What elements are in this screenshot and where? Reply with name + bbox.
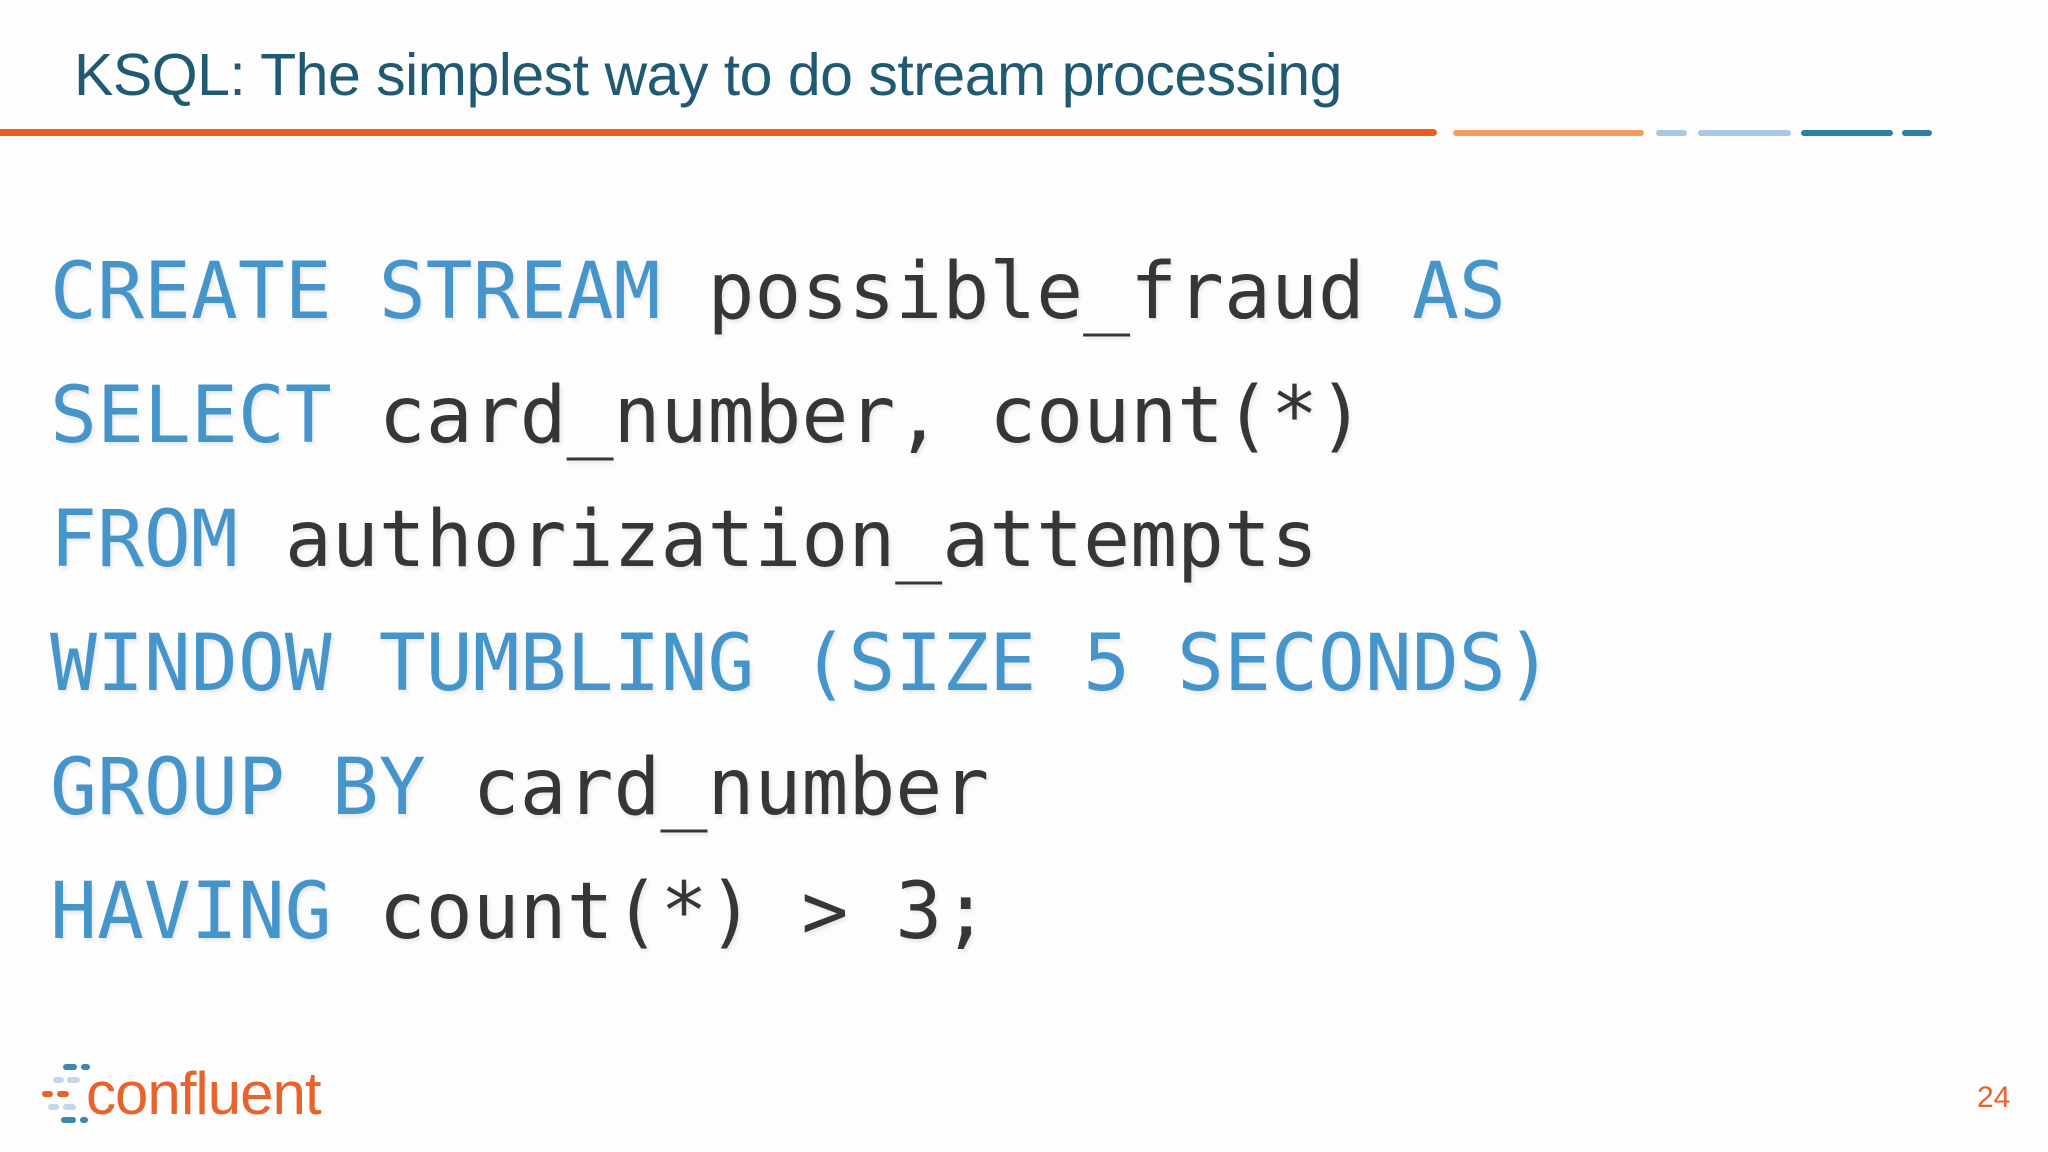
code-line-having: HAVING count(*) > 3; [50, 850, 1553, 974]
code-keyword: WINDOW TUMBLING (SIZE 5 SECONDS) [50, 619, 1553, 709]
code-identifier: card_number, count(*) [378, 371, 1365, 461]
header-dash-teal-small [1902, 130, 1932, 136]
code-line-select: SELECT card_number, count(*) [50, 354, 1553, 478]
code-line-create: CREATE STREAM possible_fraud AS [50, 230, 1553, 354]
code-line-from: FROM authorization_attempts [50, 478, 1553, 602]
code-identifier: count(*) > 3; [378, 867, 990, 957]
page-number: 24 [1977, 1081, 2011, 1114]
confluent-wordmark: confluent [86, 1060, 322, 1127]
slide-title: KSQL: The simplest way to do stream proc… [74, 42, 1342, 108]
header-dash-blue-light [1698, 130, 1791, 136]
code-line-group-by: GROUP BY card_number [50, 726, 1553, 850]
code-line-window: WINDOW TUMBLING (SIZE 5 SECONDS) [50, 602, 1553, 726]
title-underline-rule [0, 129, 1437, 136]
header-dash-orange-light [1453, 130, 1644, 136]
code-keyword: FROM [50, 495, 285, 585]
code-identifier: card_number [472, 743, 990, 833]
code-keyword: SELECT [50, 371, 379, 461]
code-identifier: possible_fraud [707, 247, 1412, 337]
confluent-logo-icon [40, 1058, 100, 1128]
confluent-logo: confluent [40, 1058, 360, 1136]
code-keyword: CREATE STREAM [50, 247, 708, 337]
code-keyword: AS [1411, 247, 1506, 337]
code-keyword: HAVING [50, 867, 379, 957]
code-identifier: authorization_attempts [284, 495, 1318, 585]
header-dash-teal [1801, 130, 1893, 136]
header-dash-blue-light-small [1656, 130, 1687, 136]
code-keyword: GROUP BY [50, 743, 473, 833]
